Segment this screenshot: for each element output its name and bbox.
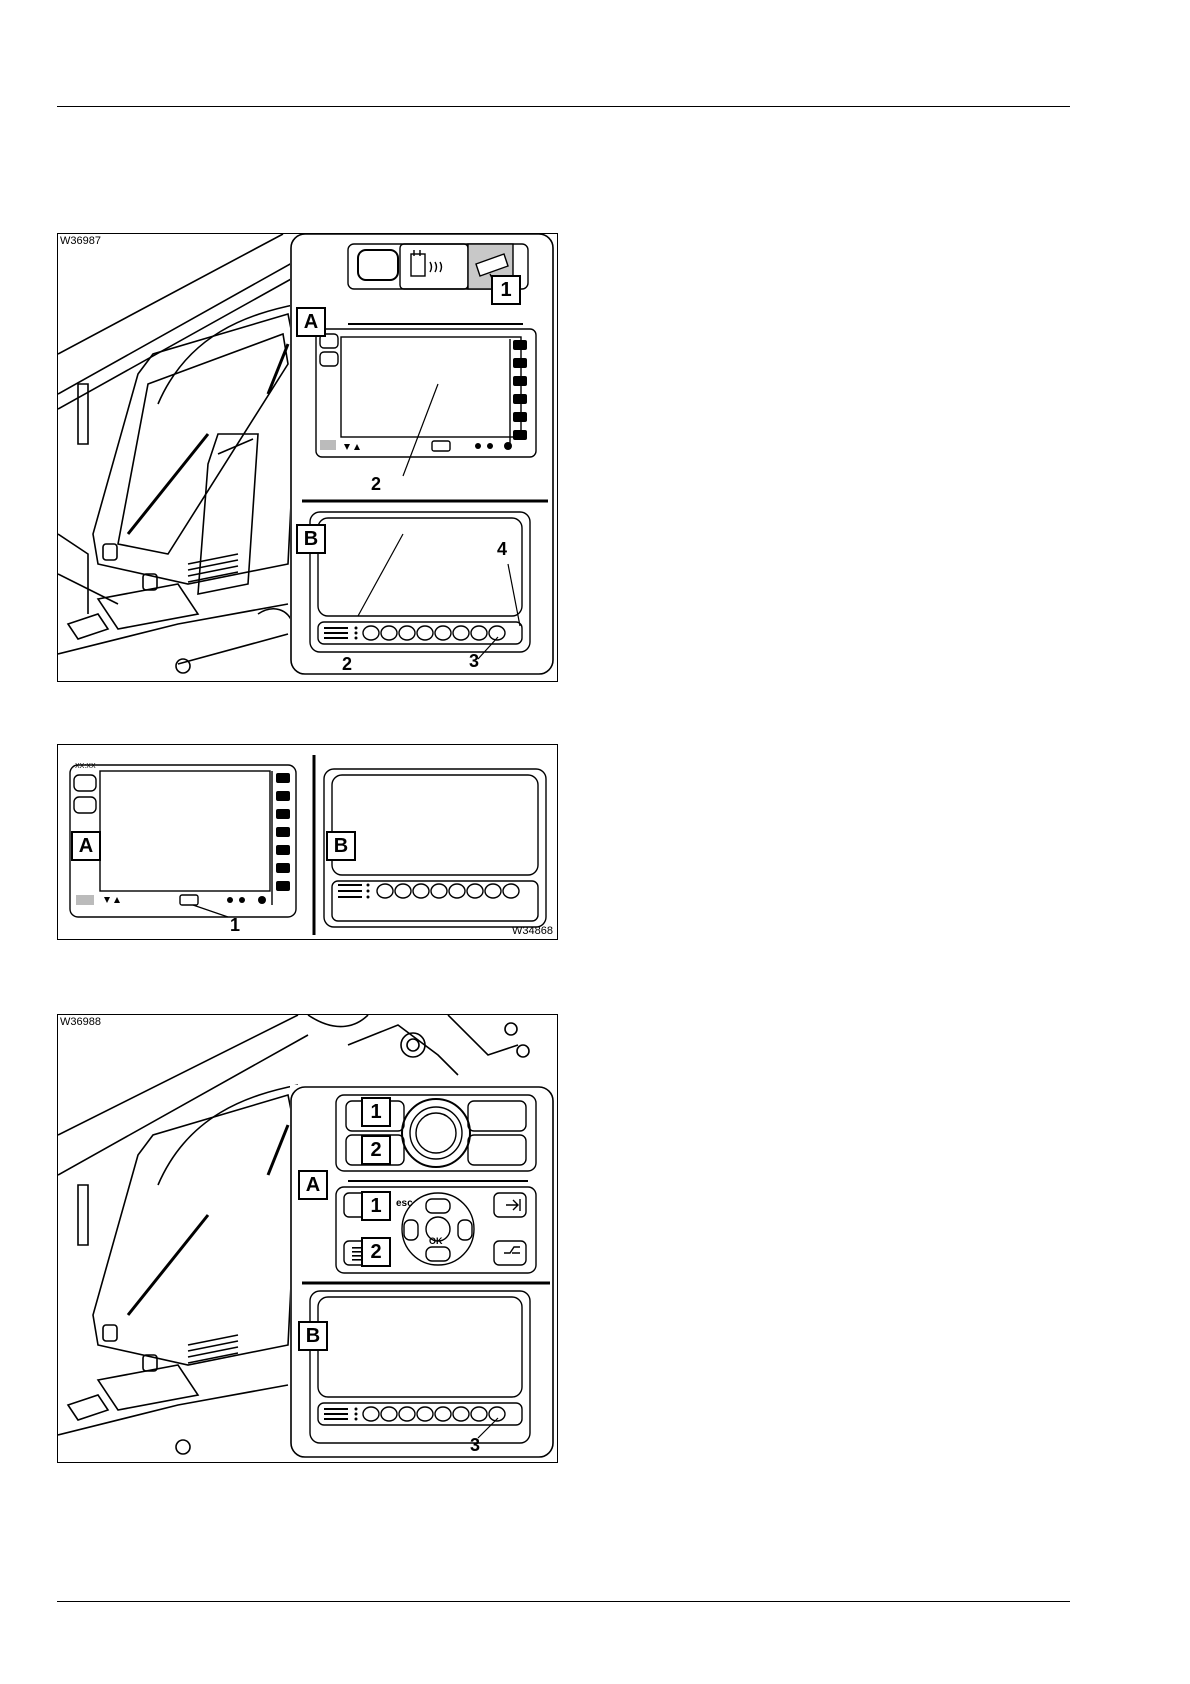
callout-2-lower: 2 [342,654,352,675]
screen-header-time: XX:XX [75,763,96,770]
callout-1: 1 [491,275,521,305]
ok-key: OK [429,1236,443,1246]
callout-4: 4 [497,539,507,560]
figure-w36987: W36987 A B 1 2 2 3 4 [57,233,558,682]
footer-rule [57,1601,1070,1602]
label-b: B [326,831,356,861]
figure-id: W36987 [60,235,101,247]
figure-w34868: W34868 XX:XX A B 1 [57,744,558,940]
figure-id: W36988 [60,1016,101,1028]
label-a: A [296,307,326,337]
crane-cab-drawing [58,234,557,681]
crane-cab-controls-drawing [58,1015,557,1462]
label-a: A [298,1170,328,1200]
callout-1: 1 [230,915,240,936]
callout-1-rotary: 1 [361,1097,391,1127]
label-a: A [71,831,101,861]
figure-w36988: W36988 A B 1 2 1 2 3 esc OK [57,1014,558,1463]
callout-1-keypad: 1 [361,1191,391,1221]
esc-key: esc [396,1198,413,1209]
callout-2-keypad: 2 [361,1237,391,1267]
callout-3: 3 [469,651,479,672]
label-b: B [298,1321,328,1351]
figure-id: W34868 [512,925,553,937]
callout-2-rotary: 2 [361,1135,391,1165]
callout-2-upper: 2 [371,474,381,495]
label-b: B [296,524,326,554]
header-rule [57,106,1070,107]
displays-drawing [58,745,557,939]
callout-3: 3 [470,1435,480,1456]
